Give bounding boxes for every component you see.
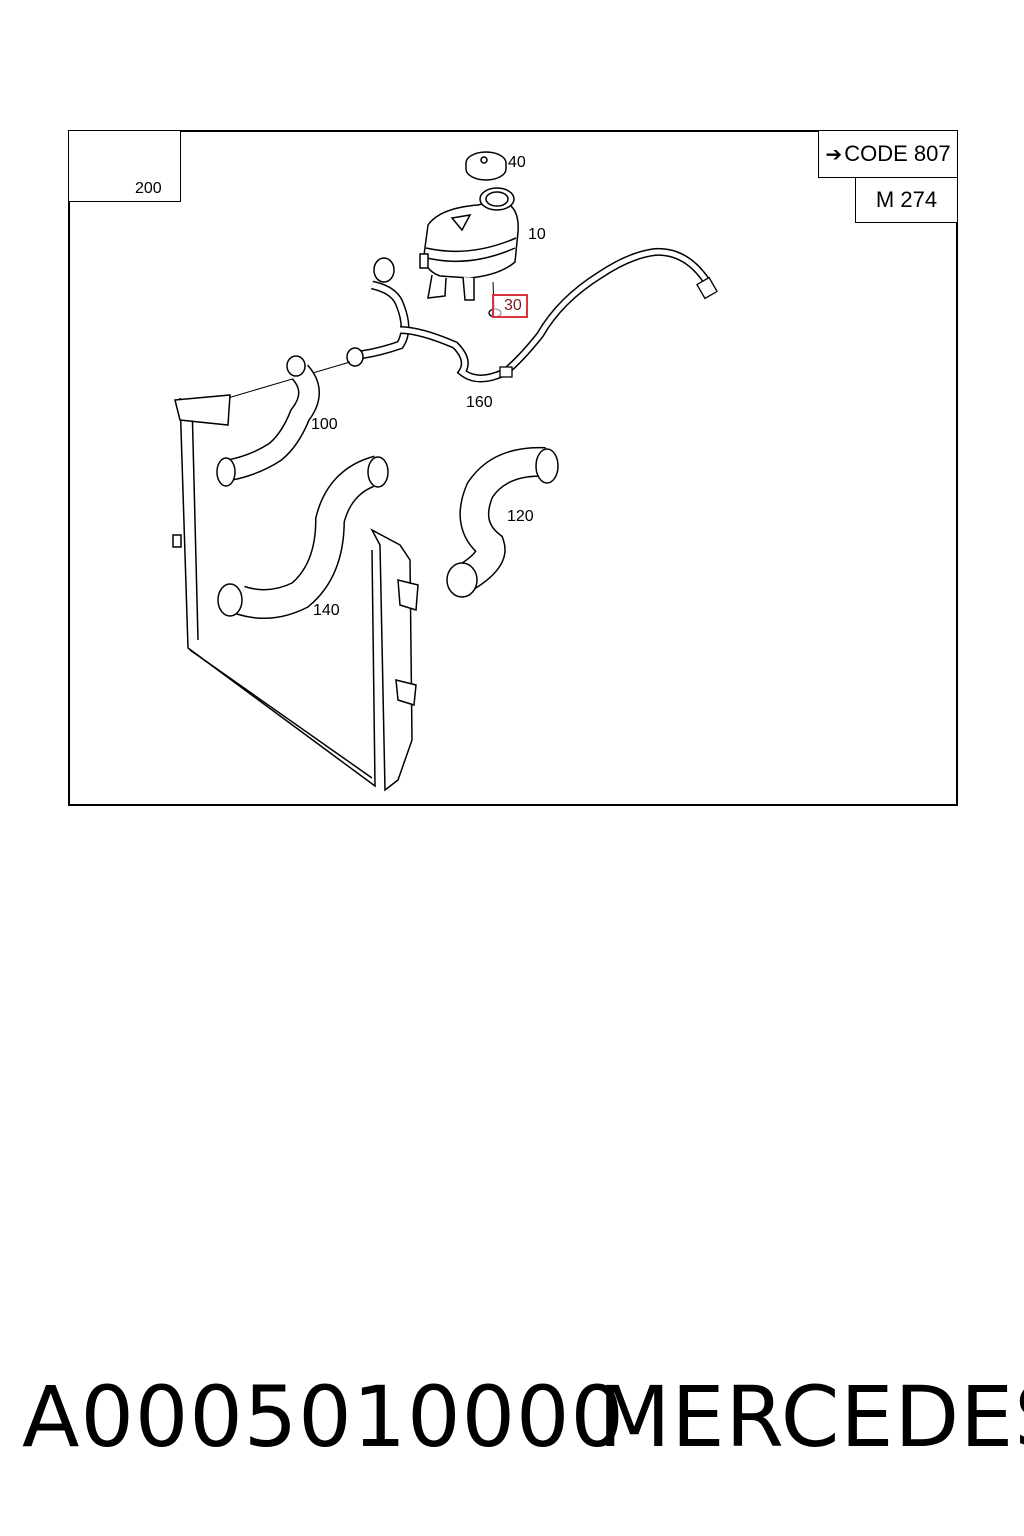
diagram-frame	[68, 130, 958, 806]
expansion-tank-icon	[419, 187, 519, 301]
callout-200[interactable]: 200	[135, 180, 162, 197]
callout-160[interactable]: 160	[466, 394, 493, 411]
callout-10[interactable]: 10	[528, 226, 546, 243]
radiator-hose-icon	[446, 446, 559, 598]
callout-30[interactable]: 30	[492, 294, 528, 318]
upper-hose-icon	[216, 355, 320, 487]
brand-name: MERCEDES	[598, 1368, 1024, 1466]
code-label: CODE 807	[844, 141, 951, 166]
vent-hose-icon	[227, 247, 718, 399]
callout-140[interactable]: 140	[313, 602, 340, 619]
tank-cap-icon	[465, 151, 507, 181]
code-box: ➔ CODE 807	[818, 130, 958, 178]
arrow-right-icon: ➔	[825, 143, 843, 166]
inset-box-200	[68, 130, 181, 202]
callout-40[interactable]: 40	[508, 154, 526, 171]
radiator-icon	[172, 394, 419, 792]
model-label: M 274	[875, 187, 938, 212]
lower-hose-icon	[217, 455, 389, 619]
parts-diagram	[94, 141, 718, 792]
model-box: M 274	[855, 177, 958, 223]
part-number: A0005010000	[22, 1368, 625, 1466]
callout-120[interactable]: 120	[507, 508, 534, 525]
callout-100[interactable]: 100	[311, 416, 338, 433]
